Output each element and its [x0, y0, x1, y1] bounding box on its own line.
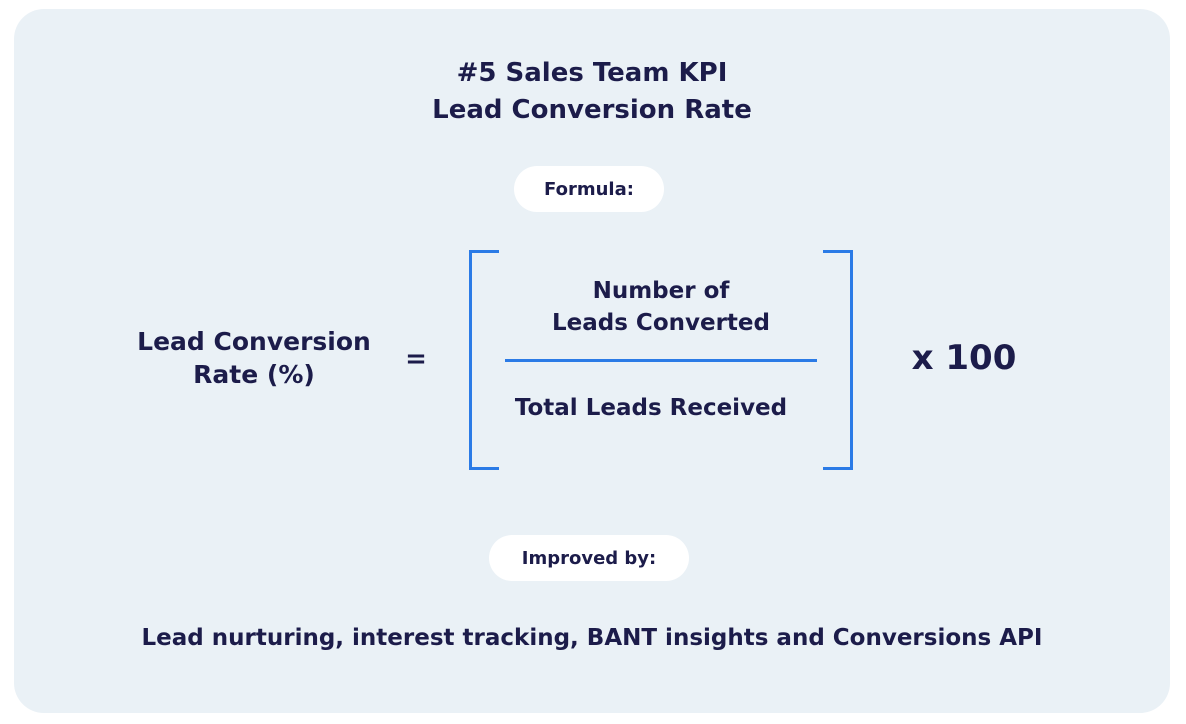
numerator-line-2: Leads Converted	[552, 310, 770, 336]
multiplier: x 100	[911, 338, 1017, 378]
improved-by-label-pill: Improved by:	[489, 535, 689, 581]
fraction-numerator: Number of Leads Converted	[504, 275, 818, 339]
right-bracket	[823, 250, 853, 470]
numerator-line-1: Number of	[592, 278, 730, 304]
improvement-methods: Lead nurturing, interest tracking, BANT …	[141, 625, 1043, 651]
formula-left-hand-side: Lead Conversion Rate (%)	[114, 325, 394, 391]
lhs-line-2: Rate (%)	[193, 360, 315, 389]
formula-label-pill: Formula:	[514, 166, 664, 212]
kpi-card: #5 Sales Team KPI Lead Conversion Rate F…	[14, 9, 1170, 713]
equals-sign: =	[405, 344, 427, 374]
left-bracket	[469, 250, 499, 470]
kpi-title: #5 Sales Team KPI	[456, 58, 728, 88]
kpi-subtitle: Lead Conversion Rate	[432, 95, 752, 125]
fraction-divider	[505, 359, 817, 362]
lhs-line-1: Lead Conversion	[137, 327, 371, 356]
fraction-denominator: Total Leads Received	[514, 395, 788, 421]
